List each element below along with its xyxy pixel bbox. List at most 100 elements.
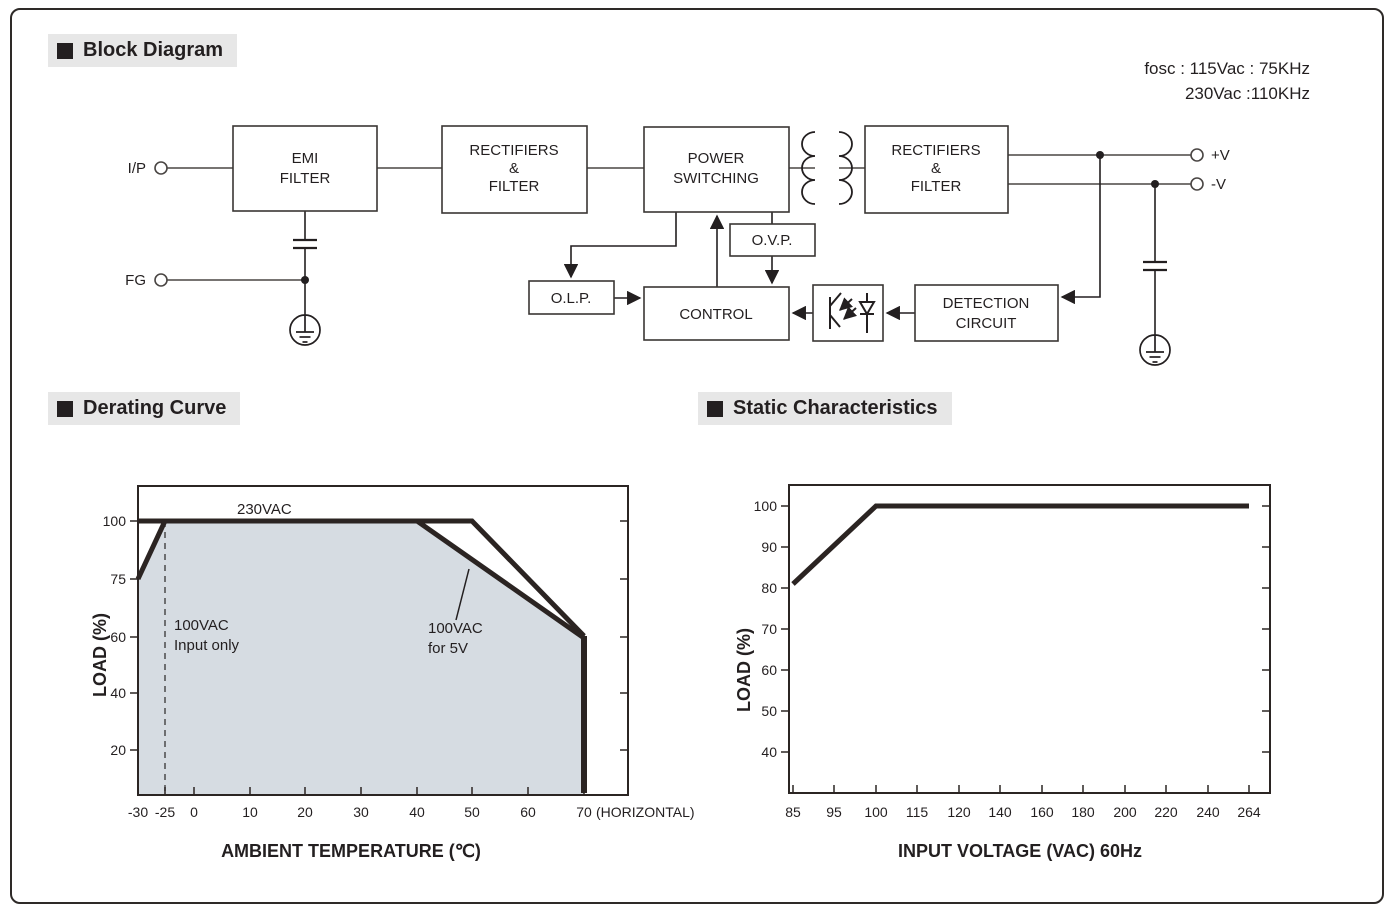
section-bullet-icon	[707, 400, 723, 417]
block-label: O.V.P.	[752, 232, 793, 249]
y-tick-label: 100	[103, 513, 127, 529]
annotation-230vac: 230VAC	[237, 501, 292, 518]
x-tick-label: -25	[155, 804, 175, 820]
section-header-derating-curve: Derating Curve	[48, 392, 241, 425]
section-bullet-icon	[57, 42, 73, 59]
static-x-ticks	[792, 785, 1250, 793]
block-label: EMI	[292, 150, 319, 167]
x-tick-label: 220	[1154, 804, 1178, 820]
x-tick-label: 60	[520, 804, 536, 820]
terminal-label-ip: I/P	[128, 160, 146, 177]
y-tick-label: 90	[761, 539, 777, 555]
x-tick-label: 140	[988, 804, 1012, 820]
y-tick-label: 40	[110, 685, 126, 701]
block-label: FILTER	[489, 178, 540, 195]
block-diagram: EMI FILTER RECTIFIERS & FILTER POWER SWI…	[125, 125, 1230, 366]
y-tick-label: 40	[761, 744, 777, 760]
static-plot-border	[788, 484, 1271, 794]
x-tick-label: 200	[1113, 804, 1137, 820]
derating-x-ticks	[137, 787, 585, 795]
section-header-static-characteristics: Static Characteristics	[698, 392, 952, 425]
x-tick-label: 160	[1030, 804, 1054, 820]
x-tick-label: 100	[864, 804, 888, 820]
block-label: O.L.P.	[551, 290, 592, 307]
block-label: &	[509, 160, 519, 177]
x-tick-label: 240	[1196, 804, 1220, 820]
block-label: DETECTION	[943, 295, 1030, 312]
terminal-circle-vminus	[1190, 177, 1204, 191]
section-title: Static Characteristics	[733, 397, 938, 419]
derating-x-axis-title: AMBIENT TEMPERATURE (℃)	[221, 841, 481, 861]
annotation-100vac-5v-line1: 100VAC	[428, 620, 483, 637]
block-label: FILTER	[911, 178, 962, 195]
y-tick-label: 80	[761, 580, 777, 596]
derating-plot-border	[137, 485, 629, 796]
annotation-100vac-input-line1: 100VAC	[174, 617, 229, 634]
terminal-label-vplus: +V	[1211, 147, 1230, 164]
block-label: CONTROL	[679, 306, 752, 323]
section-title: Block Diagram	[83, 39, 224, 61]
block-detection-circuit: DETECTION CIRCUIT	[914, 284, 1059, 342]
terminal-label-fg: FG	[125, 272, 146, 289]
x-tick-label: -30	[128, 804, 148, 820]
junction-dot	[301, 276, 309, 284]
derating-series-100vac	[135, 518, 586, 641]
derating-y-ticks	[130, 520, 628, 751]
earth-ground-icon	[1139, 334, 1171, 366]
block-rectifiers-filter-2: RECTIFIERS & FILTER	[864, 125, 1009, 214]
section-bullet-icon	[57, 400, 73, 417]
diagram-arrows	[563, 155, 1101, 321]
capacitor-icon	[293, 238, 317, 250]
static-y-ticks	[781, 505, 1270, 753]
static-load-series	[791, 503, 1249, 586]
fosc-line-1: fosc : 115Vac : 75KHz	[1144, 59, 1310, 78]
page-border	[10, 8, 1384, 904]
section-header-block-diagram: Block Diagram	[48, 34, 238, 67]
x-tick-label: 20	[297, 804, 313, 820]
optocoupler-icon	[812, 284, 884, 342]
block-ovp: O.V.P.	[729, 223, 816, 257]
static-x-axis-title: INPUT VOLTAGE (VAC) 60Hz	[898, 841, 1142, 861]
x-tick-label: 264	[1237, 804, 1261, 820]
x-tick-label: 115	[906, 804, 929, 820]
block-label: SWITCHING	[673, 170, 759, 187]
block-power-switching: POWER SWITCHING	[643, 126, 790, 213]
x-axis-suffix: (HORIZONTAL)	[596, 804, 695, 820]
annotation-100vac-5v-line2: for 5V	[428, 640, 468, 657]
x-tick-label: 95	[826, 804, 842, 820]
block-label: FILTER	[280, 170, 331, 187]
x-tick-label: 70	[576, 804, 592, 820]
x-tick-label: 85	[785, 804, 801, 820]
derating-y-axis-title: LOAD (%)	[90, 613, 110, 697]
x-tick-label: 0	[190, 804, 198, 820]
section-title: Derating Curve	[83, 397, 227, 419]
block-label: CIRCUIT	[956, 315, 1017, 332]
x-tick-label: 30	[353, 804, 369, 820]
x-tick-label: 10	[242, 804, 258, 820]
block-olp: O.L.P.	[528, 280, 615, 315]
static-characteristics-chart: 100 90 80 70 60 50 40 85 95 100 115 120 …	[734, 484, 1271, 861]
y-tick-label: 60	[110, 629, 126, 645]
x-tick-label: 40	[409, 804, 425, 820]
transformer-icon	[801, 131, 853, 205]
block-label: POWER	[688, 150, 745, 167]
terminal-circle-fg	[154, 273, 168, 287]
junction-dot	[1151, 180, 1159, 188]
terminal-circle-vplus	[1190, 148, 1204, 162]
y-tick-label: 20	[110, 742, 126, 758]
y-tick-label: 70	[761, 621, 777, 637]
block-rectifiers-filter-1: RECTIFIERS & FILTER	[441, 125, 588, 214]
terminal-circle-ip	[154, 161, 168, 175]
derating-curve-chart: 100 75 60 40 20 -30 -25 0 10 20 30 40 50…	[90, 485, 695, 861]
fosc-note: fosc : 115Vac : 75KHz 230Vac :110KHz	[1080, 57, 1310, 106]
x-tick-label: 180	[1071, 804, 1095, 820]
earth-ground-icon	[289, 314, 321, 346]
annotation-100vac-input-line2: Input only	[174, 637, 240, 654]
x-tick-label: 50	[464, 804, 480, 820]
y-tick-label: 50	[761, 703, 777, 719]
annotation-pointer-line	[455, 568, 470, 621]
block-label: RECTIFIERS	[469, 142, 558, 159]
static-y-axis-title: LOAD (%)	[734, 628, 754, 712]
x-tick-label: 120	[947, 804, 971, 820]
y-tick-label: 75	[110, 571, 126, 587]
